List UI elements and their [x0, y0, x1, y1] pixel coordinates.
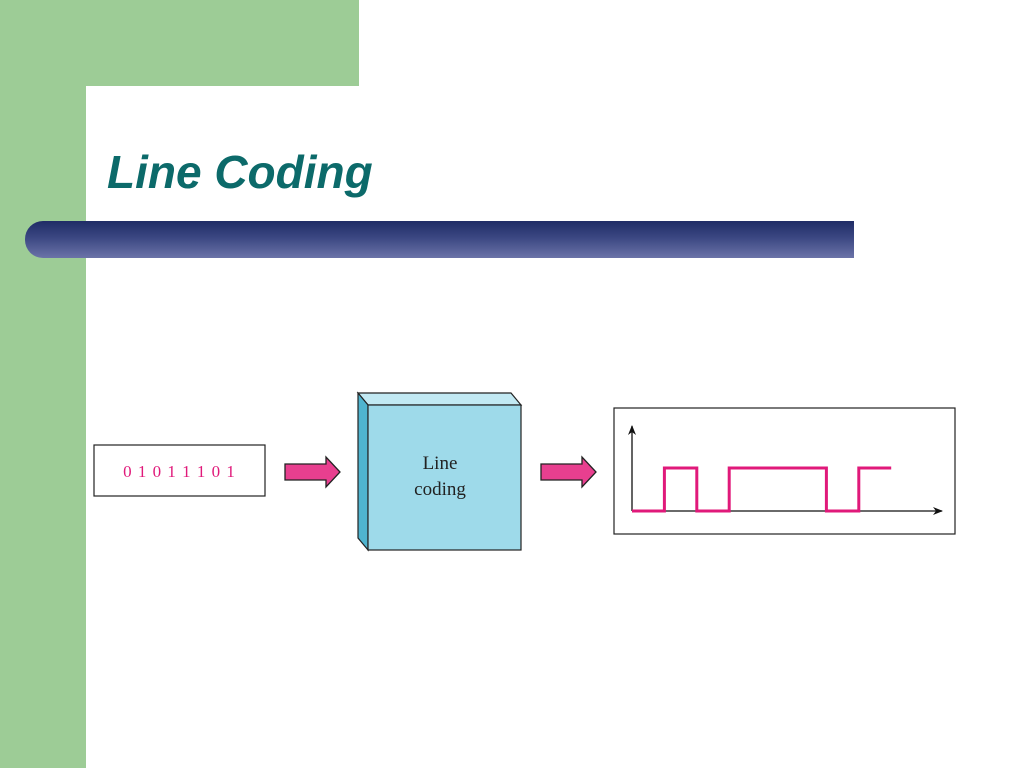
block-side-face — [357, 391, 369, 552]
block-label-line2: coding — [414, 479, 466, 500]
input-bits-text: 0 1 0 1 1 1 0 1 — [123, 462, 236, 481]
background-green-top — [0, 0, 359, 86]
signal-waveform — [632, 466, 892, 513]
arrow-right-icon — [284, 455, 341, 489]
block-label-line1: Line — [423, 453, 458, 474]
slide-title: Line Coding — [107, 146, 373, 198]
block-top-face — [356, 392, 523, 406]
block-front-face — [367, 404, 522, 551]
arrow-right-icon — [540, 455, 597, 489]
input-bits-box: 0 1 0 1 1 1 0 1 — [93, 444, 266, 497]
signal-output-box — [613, 407, 956, 535]
title-underline-bar — [25, 221, 854, 258]
line-coding-diagram: 0 1 0 1 1 1 0 1 Line coding — [93, 391, 956, 552]
line-coding-block: Line coding — [356, 391, 523, 552]
background-green-left — [0, 0, 86, 768]
